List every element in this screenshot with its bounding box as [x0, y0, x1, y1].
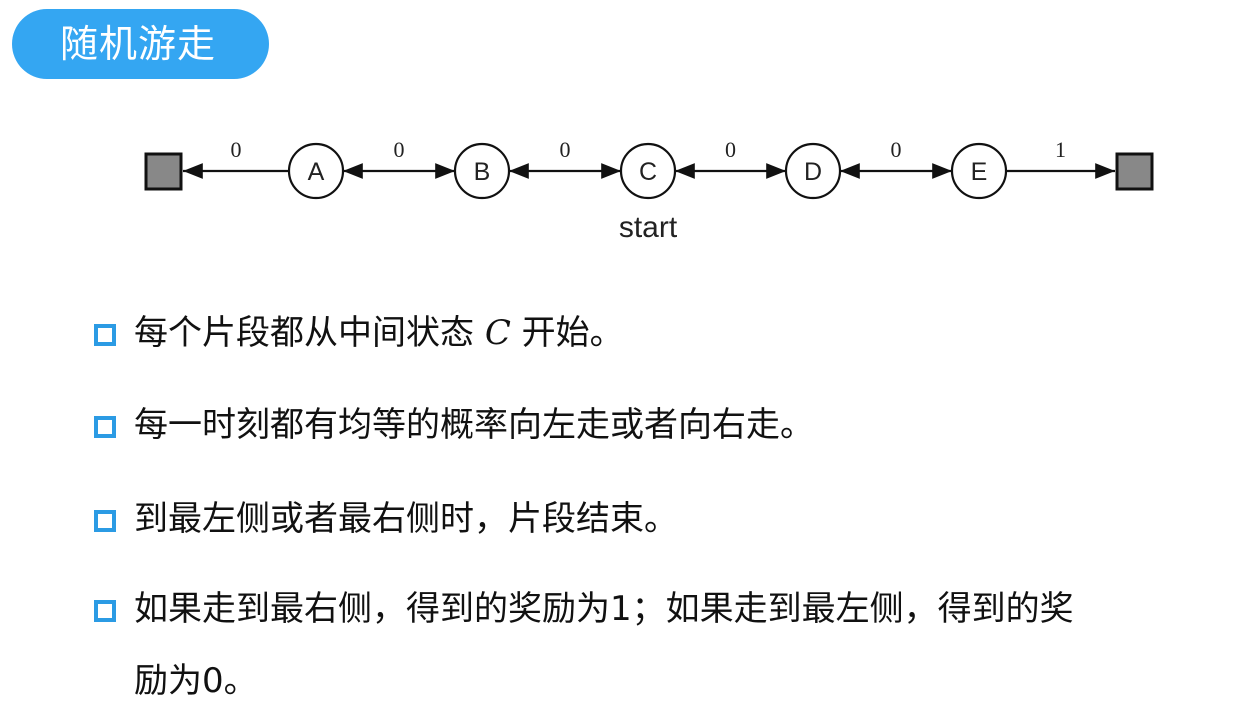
nodes-group: A B C D E — [144, 142, 1154, 200]
terminal-left — [144, 152, 183, 191]
bullet-square-icon — [94, 600, 116, 622]
state-node-b — [453, 142, 511, 200]
edge-labels-group: 0 0 0 0 0 1 — [231, 137, 1067, 162]
bullet-text: 如果走到最右侧，得到的奖励为1；如果走到最左侧，得到的奖 — [134, 589, 1074, 629]
page-title: 随机游走 — [60, 22, 217, 66]
start-label: start — [619, 211, 678, 244]
state-node-label: A — [308, 158, 325, 186]
edge-reward-label: 0 — [891, 137, 902, 162]
math-symbol-c: C — [484, 313, 511, 353]
state-node-a — [287, 142, 345, 200]
bullet-square-icon — [94, 416, 116, 438]
bullet-text: 每一时刻都有均等的概率向左走或者向右走。 — [134, 405, 814, 445]
state-node-d — [784, 142, 842, 200]
bullet-square-icon — [94, 324, 116, 346]
bullet-square-icon — [94, 510, 116, 532]
terminal-right — [1115, 152, 1154, 191]
state-node-e — [950, 142, 1008, 200]
bullet-text-part: 开始。 — [510, 313, 624, 353]
edge-reward-label: 1 — [1055, 137, 1066, 162]
bullet-text-part: 每个片段都从中间状态 — [134, 313, 485, 353]
bullet-text-continuation: 励为0。 — [134, 661, 258, 701]
state-node-label: C — [639, 158, 657, 186]
edge-reward-label: 0 — [725, 137, 736, 162]
bullet-text: 每个片段都从中间状态 C 开始。 — [134, 311, 624, 355]
state-node-c — [619, 142, 677, 200]
edge-reward-label: 0 — [231, 137, 242, 162]
state-node-label: D — [804, 158, 822, 186]
state-node-label: B — [474, 158, 491, 186]
title-banner: 随机游走 — [12, 9, 269, 79]
edge-reward-label: 0 — [394, 137, 405, 162]
state-node-label: E — [971, 158, 988, 186]
edge-reward-label: 0 — [560, 137, 571, 162]
bullet-text: 到最左侧或者最右侧时，片段结束。 — [134, 499, 678, 539]
